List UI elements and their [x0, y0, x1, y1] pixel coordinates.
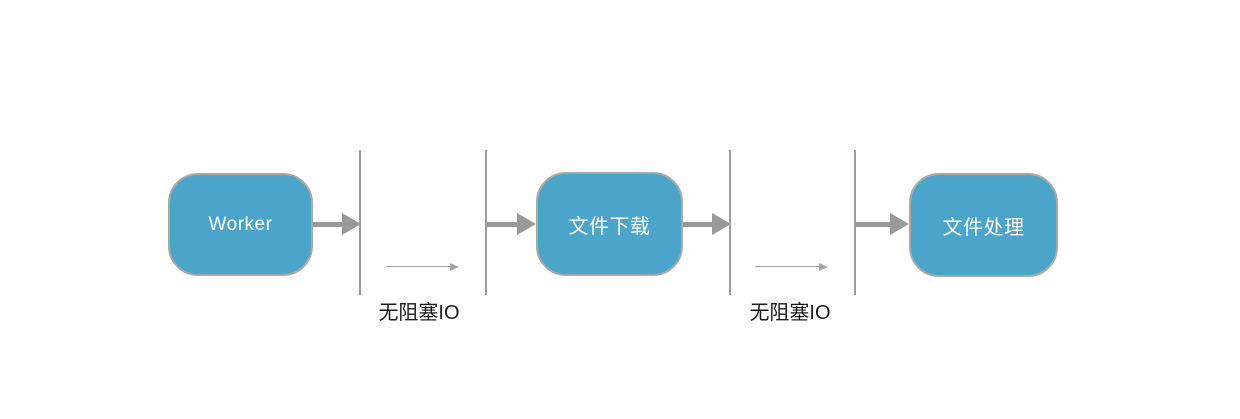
arrow-head-icon: [342, 213, 361, 235]
barrier-line-2: [485, 150, 487, 295]
flow-arrow-worker-to-barrier: [313, 213, 361, 235]
arrow-shaft: [487, 221, 517, 227]
io-label-1: 无阻塞IO: [378, 302, 460, 324]
node-worker-label: Worker: [208, 213, 273, 235]
flow-arrow-barrier-to-download: [487, 213, 536, 235]
arrow-shaft: [755, 266, 819, 267]
flow-arrow-barrier-to-process: [856, 213, 909, 235]
node-worker: Worker: [168, 173, 313, 276]
io-arrow-1: [386, 262, 459, 271]
arrow-shaft: [313, 221, 342, 227]
io-label-2: 无阻塞IO: [749, 302, 831, 324]
io-arrow-2: [755, 262, 828, 271]
node-file-process: 文件处理: [909, 173, 1058, 277]
arrow-shaft: [856, 221, 890, 227]
barrier-line-4: [854, 150, 856, 295]
node-file-download: 文件下载: [536, 172, 683, 276]
arrow-shaft: [683, 221, 712, 227]
flow-arrow-download-to-barrier: [683, 213, 731, 235]
arrow-head-icon: [517, 213, 536, 235]
arrow-head-icon: [819, 262, 828, 271]
node-file-download-label: 文件下载: [568, 215, 651, 238]
arrow-shaft: [386, 266, 450, 267]
node-file-process-label: 文件处理: [942, 216, 1025, 239]
arrow-head-icon: [450, 262, 459, 271]
arrow-head-icon: [890, 213, 909, 235]
arrow-head-icon: [712, 213, 731, 235]
